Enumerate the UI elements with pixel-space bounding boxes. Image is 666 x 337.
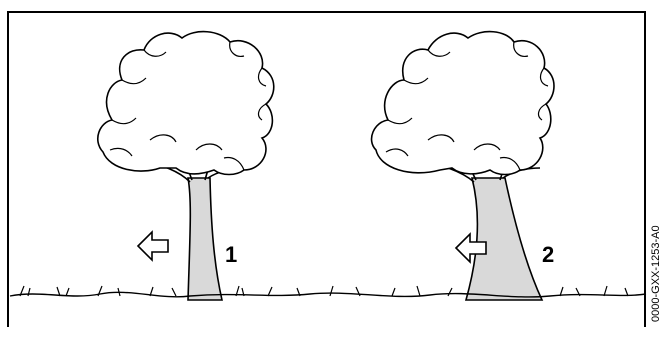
ground-line	[10, 292, 646, 297]
tree-1-crown	[98, 32, 274, 175]
panel-1: 1	[98, 32, 274, 300]
panel-2: 2	[372, 32, 555, 300]
tree-1-trunk	[188, 178, 222, 300]
tree-2-crown	[372, 32, 554, 175]
panel-1-arrow-icon	[138, 232, 168, 260]
panel-1-label: 1	[225, 242, 237, 267]
figure-code: 0000-GXX-1253-A0	[650, 225, 662, 322]
panel-2-label: 2	[542, 242, 554, 267]
tree-2-trunk	[466, 178, 542, 300]
